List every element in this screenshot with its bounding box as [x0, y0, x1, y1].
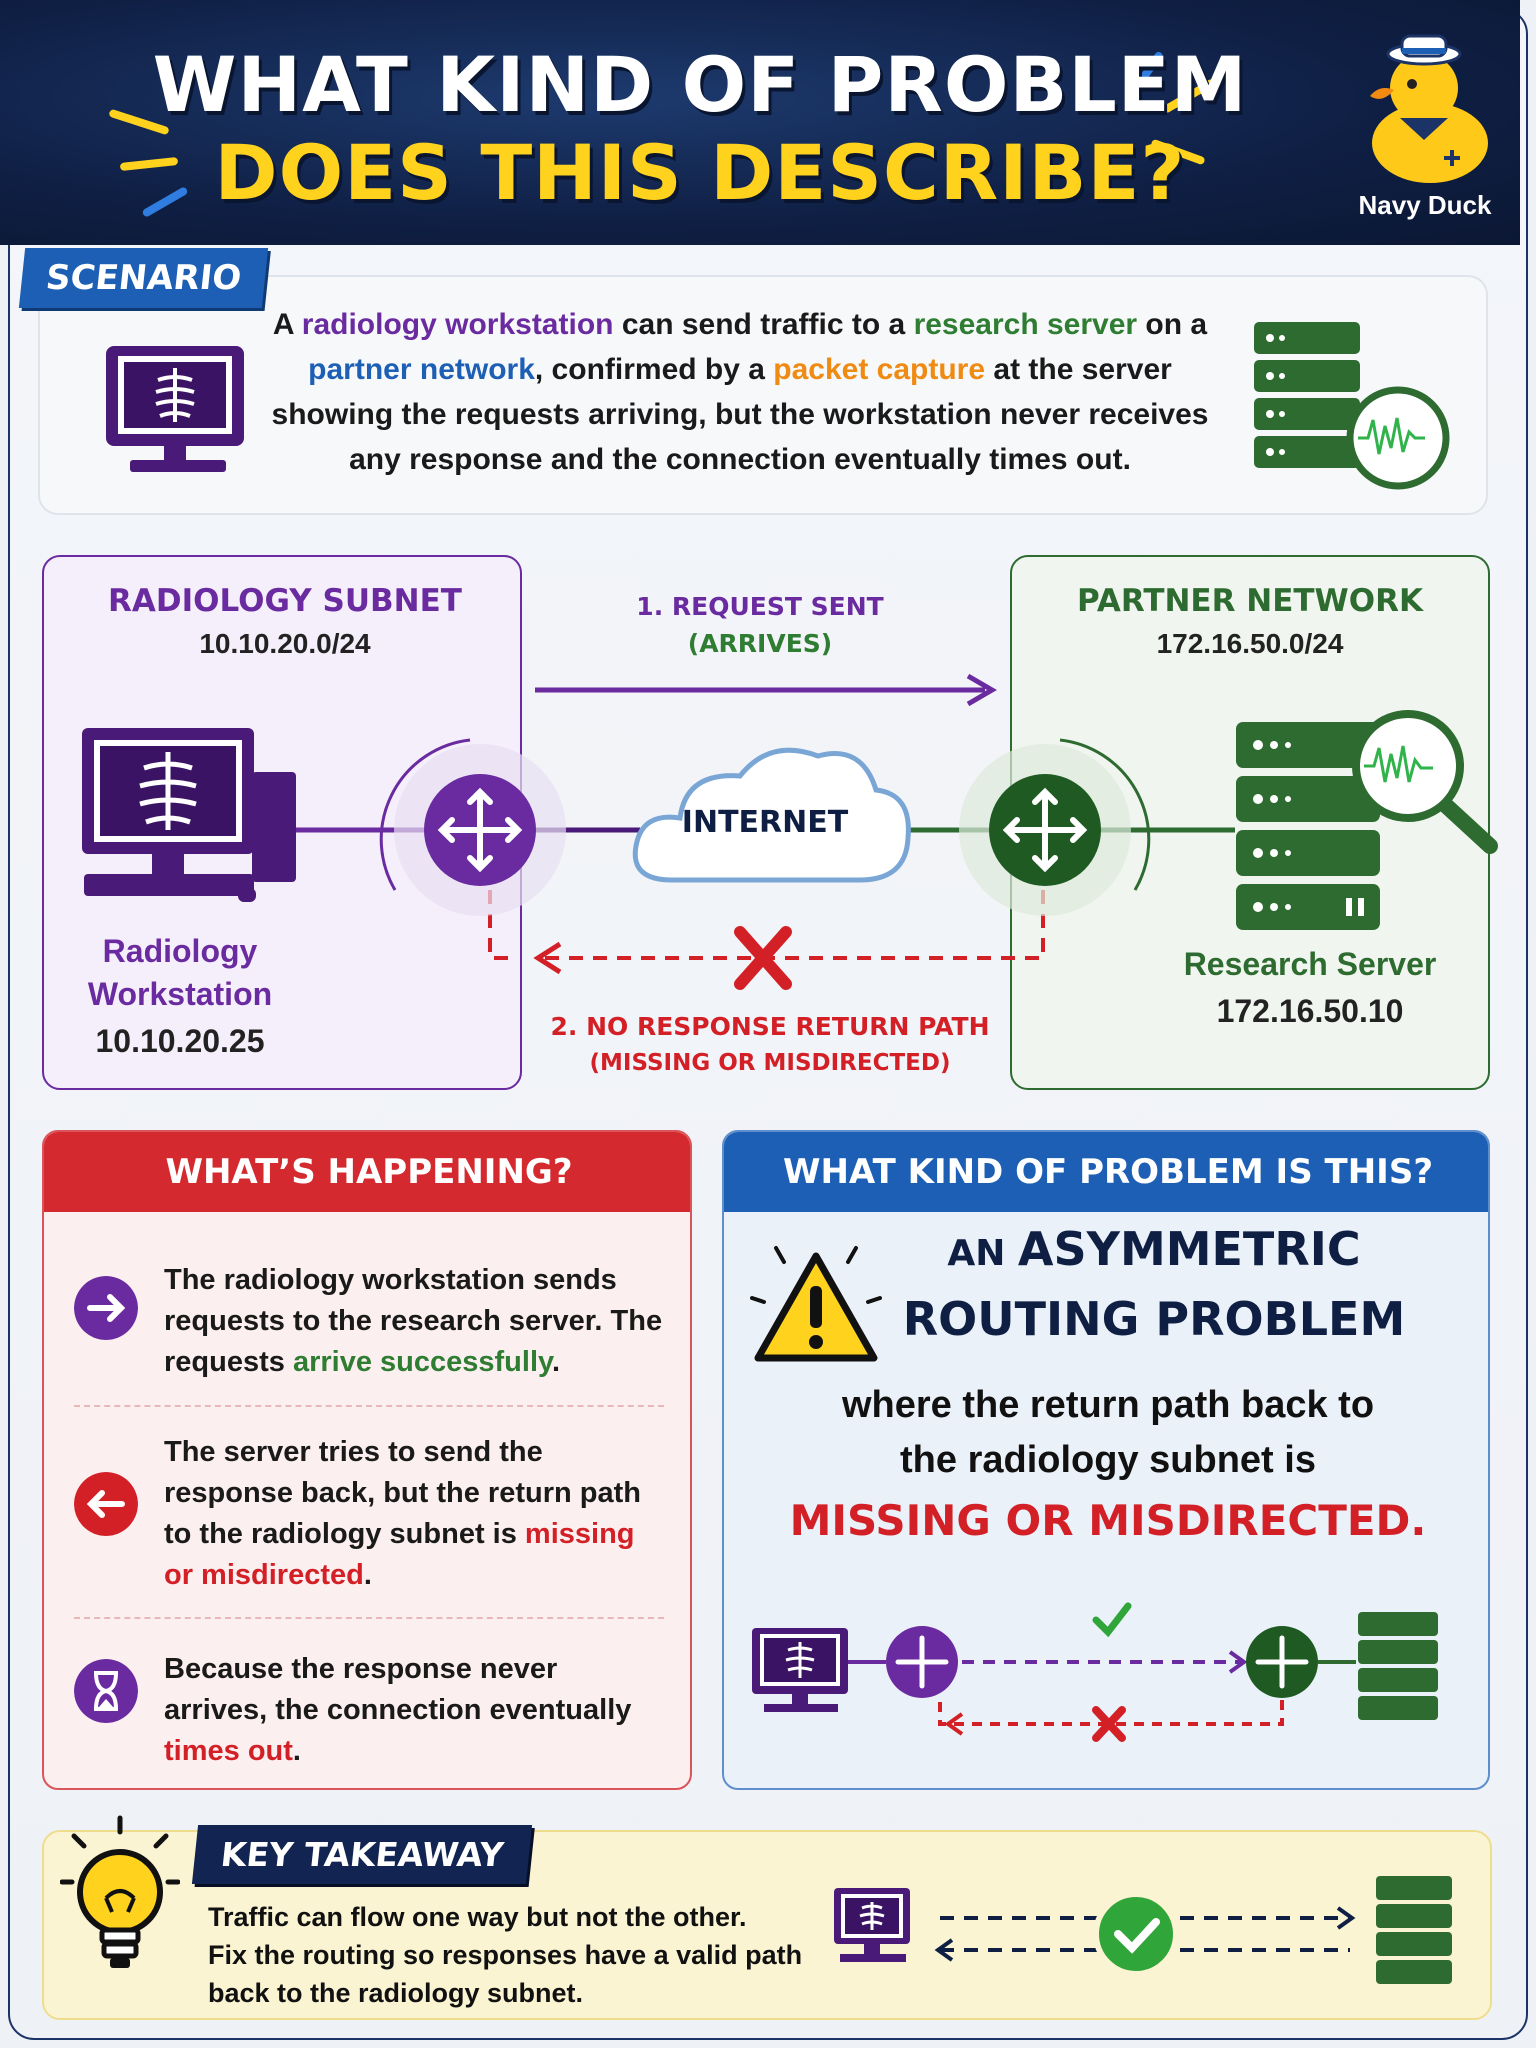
radiology-subnet-title: RADIOLOGY SUBNET — [108, 583, 462, 619]
server-name: Research Server — [1183, 946, 1437, 982]
step-divider — [74, 1405, 664, 1407]
answer-line-c1: where the return path back to — [841, 1384, 1375, 1426]
internet-label: INTERNET — [681, 805, 849, 840]
answer-article: AN — [947, 1233, 1018, 1274]
response-arrowhead — [533, 941, 562, 975]
header-banner — [0, 0, 1520, 245]
scenario-text-segment: radiology workstation — [301, 308, 614, 341]
key-takeaway-tag: KEY TAKEAWAY — [191, 1825, 533, 1884]
problem-type-title: WHAT KIND OF PROBLEM IS THIS? — [724, 1132, 1488, 1212]
step-request: The radiology workstation sends requests… — [74, 1260, 674, 1420]
arrow-right-icon — [74, 1276, 138, 1340]
network-diagram — [82, 673, 1498, 990]
navy-duck-logo — [1370, 34, 1488, 183]
check-icon — [1114, 1918, 1160, 1954]
title-line-1: WHAT KIND OF PROBLEM — [152, 40, 1248, 129]
server-capture-icon — [1254, 322, 1450, 490]
scenario-text-segment: partner network — [308, 353, 535, 386]
arrow-left-icon — [74, 1472, 138, 1536]
step-response: The server tries to send the response ba… — [74, 1432, 674, 1592]
response-path-dashed — [545, 890, 1045, 960]
request-label: 1. REQUEST SENT — [636, 592, 884, 621]
radiology-router-icon — [424, 774, 536, 886]
takeaway-line-2: Fix the routing so responses have a vali… — [208, 1940, 803, 1970]
response-label: 2. NO RESPONSE RETURN PATH — [550, 1012, 990, 1041]
scenario-tag: SCENARIO — [18, 248, 269, 308]
scenario-text-segment: on a — [1137, 308, 1208, 341]
blocked-x-icon — [734, 926, 792, 990]
hourglass-icon — [74, 1659, 138, 1723]
step-divider — [74, 1617, 664, 1619]
warning-icon — [750, 1246, 882, 1362]
lightbulb-icon — [60, 1815, 180, 1968]
internet-cloud-icon — [632, 747, 911, 883]
server-ip: 172.16.50.10 — [1216, 993, 1404, 1029]
scenario-text: A radiology workstation can send traffic… — [270, 302, 1210, 482]
whats-happening-panel: WHAT’S HAPPENING? The radiology workstat… — [42, 1130, 692, 1790]
workstation-device-icon — [82, 728, 296, 902]
scenario-text-segment: A — [272, 308, 302, 341]
step-timeout-text: Because the response never arrives, the … — [164, 1649, 664, 1772]
step-text-segment: arrive successfully — [292, 1346, 552, 1378]
research-server-icon — [1236, 722, 1380, 930]
response-status-label: (MISSING OR MISDIRECTED) — [589, 1050, 951, 1076]
whats-happening-title: WHAT’S HAPPENING? — [44, 1132, 690, 1212]
step-text-segment: The server tries to send the response ba… — [164, 1436, 641, 1550]
step-text-segment: Because the response never arrives, the … — [164, 1653, 632, 1726]
takeaway-line-1: Traffic can flow one way but not the oth… — [208, 1902, 747, 1932]
blocked-x-icon — [1092, 1706, 1126, 1742]
step-text-segment: The radiology workstation sends requests… — [164, 1264, 663, 1378]
step-text-segment: . — [551, 1346, 561, 1378]
radiology-subnet-cidr: 10.10.20.0/24 — [199, 628, 371, 659]
answer-line-b: ROUTING PROBLEM — [902, 1292, 1406, 1346]
step-timeout: Because the response never arrives, the … — [74, 1649, 674, 1788]
step-text-segment: . — [363, 1559, 372, 1591]
takeaway-line-3: back to the radiology subnet. — [208, 1978, 584, 2008]
workstation-name-2: Workstation — [87, 976, 273, 1012]
step-request-text: The radiology workstation sends requests… — [164, 1260, 664, 1383]
workstation-icon — [106, 346, 244, 472]
workstation-name-1: Radiology — [102, 933, 258, 969]
partner-router-icon — [989, 774, 1101, 886]
mini-asymmetric-diagram — [752, 1602, 1438, 1742]
partner-network-title: PARTNER NETWORK — [1077, 583, 1423, 619]
request-status-label: (ARRIVES) — [687, 629, 833, 658]
answer-line-c: where the return path back to the radiol… — [724, 1378, 1488, 1488]
step-response-text: The server tries to send the response ba… — [164, 1432, 664, 1596]
answer-line-a: AN ASYMMETRIC — [824, 1222, 1484, 1276]
scenario-text-segment: at the server showing the requests arriv… — [271, 353, 1209, 476]
problem-type-panel: WHAT KIND OF PROBLEM IS THIS? AN ASYMMET… — [722, 1130, 1490, 1790]
scenario-text-segment: can send traffic to a — [613, 308, 914, 341]
bidirectional-flow-diagram — [834, 1876, 1452, 1984]
step-text-segment: times out — [164, 1735, 293, 1767]
answer-line-c2: the radiology subnet is — [900, 1439, 1316, 1481]
scenario-text-segment: packet capture — [773, 353, 986, 386]
scenario-text-segment: , confirmed by a — [534, 353, 774, 386]
answer-asymmetric: ASYMMETRIC — [1017, 1222, 1361, 1276]
brand-name: Navy Duck — [1358, 190, 1492, 220]
step-text-segment: . — [292, 1735, 301, 1767]
request-arrowhead — [966, 673, 997, 707]
answer-line-d: MISSING OR MISDIRECTED. — [789, 1496, 1427, 1545]
check-icon — [1092, 1602, 1132, 1638]
scenario-box — [38, 275, 1488, 515]
magnifier-capture-icon — [1352, 710, 1498, 854]
title-line-2: DOES THIS DESCRIBE? — [214, 128, 1186, 217]
workstation-ip: 10.10.20.25 — [95, 1023, 265, 1059]
step-text-segment: missing or misdirected — [164, 1518, 635, 1591]
key-takeaway-text: Traffic can flow one way but not the oth… — [208, 1898, 848, 2012]
partner-network-cidr: 172.16.50.0/24 — [1156, 628, 1344, 659]
scenario-text-segment: research server — [913, 308, 1138, 341]
